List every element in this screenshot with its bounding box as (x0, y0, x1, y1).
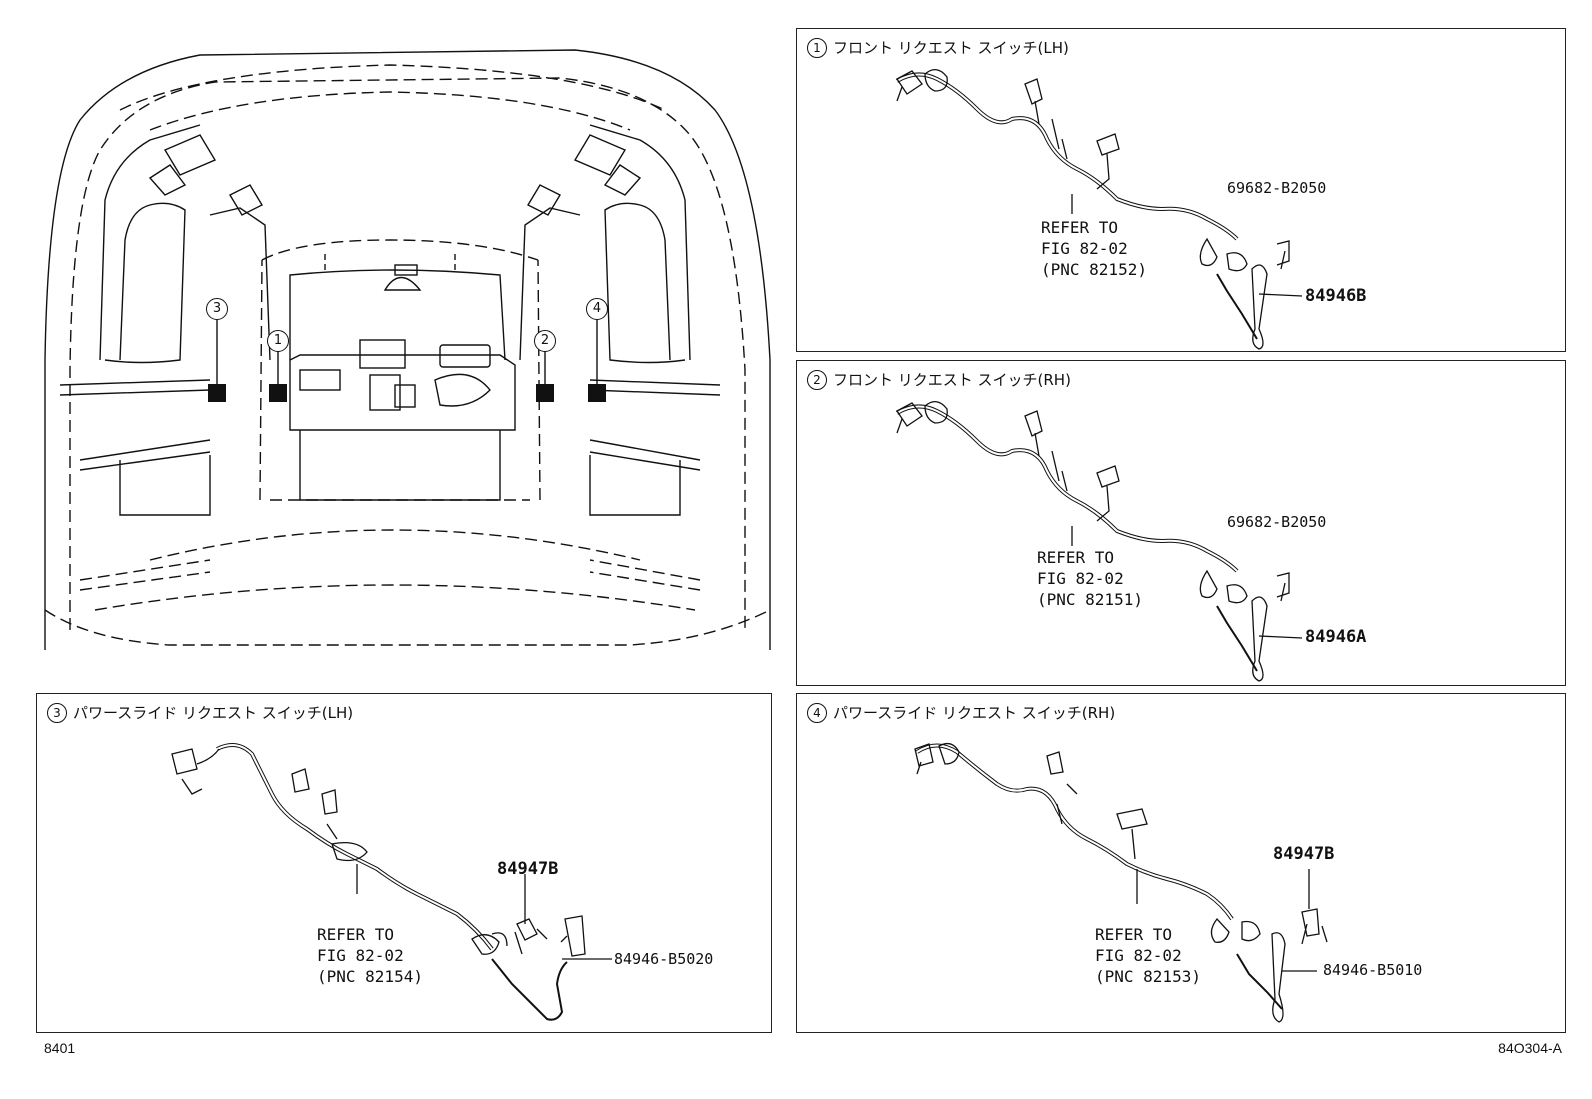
refer-note-line3: (PNC 82153) (1095, 967, 1201, 986)
panel-number: 4 (807, 702, 827, 723)
refer-note-line3: (PNC 82151) (1037, 590, 1143, 609)
refer-note-line2: FIG 82-02 (1095, 946, 1182, 965)
refer-note-line1: REFER TO (317, 925, 395, 944)
refer-note-line3: (PNC 82152) (1041, 260, 1147, 279)
panel-title: 2 フロント リクエスト スイッチ(RH) (807, 369, 1071, 390)
panel-number: 1 (807, 37, 827, 58)
panel-title: 4 パワースライド リクエスト スイッチ(RH) (807, 702, 1115, 723)
panel-power-slide-request-switch-lh: 3 パワースライド リクエスト スイッチ(LH) 84947B 84946-B5… (36, 693, 772, 1033)
part-number-bracket: 84947B (1273, 844, 1335, 864)
refer-note-line1: REFER TO (1095, 925, 1173, 944)
panel-front-request-switch-rh: 2 フロント リクエスト スイッチ(RH) 69682-B2050 84946A… (796, 360, 1566, 686)
panel-title: 1 フロント リクエスト スイッチ(LH) (807, 37, 1069, 58)
refer-note-line3: (PNC 82154) (317, 967, 423, 986)
switch-location-2 (536, 384, 554, 402)
callout-1: 1 (267, 330, 289, 352)
refer-note-line2: FIG 82-02 (1037, 569, 1124, 588)
part-number-switch: 84946A (1305, 627, 1367, 647)
illustration-code: 84O304-A (1498, 1040, 1562, 1056)
part-number-switch: 84946-B5020 (614, 950, 714, 968)
harness-drawing (895, 69, 1303, 350)
panel-power-slide-request-switch-rh: 4 パワースライド リクエスト スイッチ(RH) 84947B 84946-B5… (796, 693, 1566, 1033)
part-number-clip: 69682-B2050 (1227, 179, 1327, 197)
switch-location-1 (269, 384, 287, 402)
harness-drawing (171, 743, 612, 1021)
refer-note-line1: REFER TO (1041, 218, 1119, 237)
panel-title-text: パワースライド リクエスト スイッチ(LH) (73, 704, 354, 722)
callout-3: 3 (206, 298, 228, 320)
part-number-clip: 69682-B2050 (1227, 513, 1327, 531)
callout-4: 4 (586, 298, 608, 320)
switch-location-4 (588, 384, 606, 402)
vehicle-overview: 3 1 2 4 (0, 0, 780, 660)
vehicle-interior-drawing (44, 49, 771, 650)
switch-location-3 (208, 384, 226, 402)
part-number-switch: 84946-B5010 (1323, 961, 1423, 979)
callout-2: 2 (534, 330, 556, 352)
part-number-switch: 84946B (1305, 286, 1367, 306)
refer-note-line2: FIG 82-02 (1041, 239, 1128, 258)
part-number-bracket: 84947B (497, 859, 559, 879)
panel-number: 2 (807, 369, 827, 390)
panel-front-request-switch-lh: 1 フロント リクエスト スイッチ(LH) 69682-B2050 84946B… (796, 28, 1566, 352)
refer-note-line2: FIG 82-02 (317, 946, 404, 965)
figure-number: 8401 (44, 1040, 76, 1056)
refer-note-line1: REFER TO (1037, 548, 1115, 567)
harness-drawing (914, 742, 1328, 1023)
panel-number: 3 (47, 702, 67, 723)
panel-title-text: フロント リクエスト スイッチ(LH) (833, 39, 1069, 57)
panel-title: 3 パワースライド リクエスト スイッチ(LH) (47, 702, 353, 723)
panel-title-text: パワースライド リクエスト スイッチ(RH) (833, 704, 1116, 722)
panel-title-text: フロント リクエスト スイッチ(RH) (833, 371, 1071, 389)
harness-drawing (895, 401, 1303, 682)
